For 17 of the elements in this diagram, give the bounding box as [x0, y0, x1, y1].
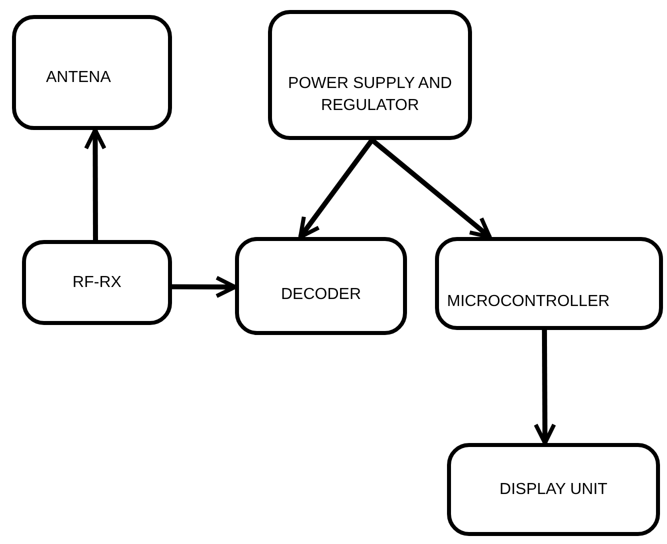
- process-box: [12, 15, 172, 130]
- process-box: [22, 240, 172, 325]
- arrow: [370, 138, 492, 240]
- process-box: [268, 10, 472, 140]
- arrow: [534, 330, 556, 446]
- process-box: [447, 443, 660, 536]
- box-label: MICROCONTROLLER: [447, 292, 610, 312]
- arrow: [298, 138, 374, 240]
- arrow: [84, 128, 106, 240]
- box-label: ANTENA: [46, 68, 111, 88]
- arrow: [172, 276, 238, 298]
- box-label: DECODER: [280, 285, 361, 305]
- box-label: DISPLAY UNIT: [500, 480, 608, 500]
- box-label: POWER SUPPLY AND REGULATOR: [287, 74, 453, 116]
- process-box: [235, 237, 407, 335]
- box-label: RF-RX: [72, 272, 122, 292]
- process-box: [435, 237, 663, 330]
